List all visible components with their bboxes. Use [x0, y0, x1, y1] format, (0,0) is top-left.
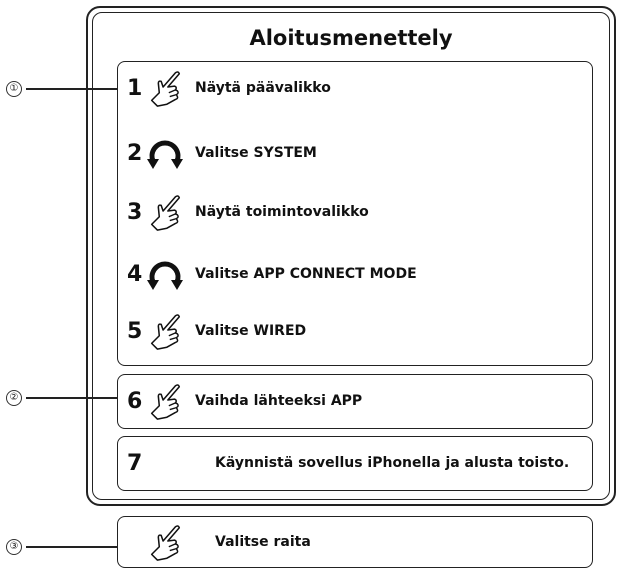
- step-number: 1: [127, 75, 143, 101]
- step-number: 4: [127, 261, 143, 287]
- procedure-outer-frame: [86, 6, 616, 506]
- step-label: Valitse raita: [215, 534, 311, 550]
- step-number: 3: [127, 199, 143, 225]
- callout-leader-line: [26, 88, 118, 90]
- step-2: 2 Valitse SYSTEM: [127, 128, 317, 178]
- rotate-knob-icon: [145, 254, 185, 294]
- steps-group-2: [117, 374, 593, 429]
- step-label: Valitse APP CONNECT MODE: [195, 266, 417, 282]
- callout-number: ②: [6, 390, 22, 406]
- callout-number: ①: [6, 81, 22, 97]
- step-label: Näytä päävalikko: [195, 80, 331, 96]
- step-label: Valitse WIRED: [195, 323, 307, 339]
- callout-1: ①: [6, 81, 118, 97]
- step-6: 6 Vaihda lähteeksi APP: [127, 376, 362, 426]
- step-3: 3 Näytä toimintovalikko: [127, 187, 369, 237]
- step-number: 5: [127, 318, 143, 344]
- callout-leader-line: [26, 397, 118, 399]
- step-number: 7: [127, 450, 143, 476]
- touch-hand-icon: [145, 381, 185, 421]
- touch-hand-icon: [145, 522, 185, 562]
- callout-leader-line: [26, 546, 118, 548]
- callout-number: ③: [6, 539, 22, 555]
- step-1: 1 Näytä päävalikko: [127, 63, 331, 113]
- steps-group-4: [117, 516, 593, 568]
- touch-hand-icon: [145, 68, 185, 108]
- touch-hand-icon: [145, 311, 185, 351]
- touch-hand-icon: [145, 192, 185, 232]
- callout-3: ③: [6, 539, 118, 555]
- step-4: 4 Valitse APP CONNECT MODE: [127, 249, 417, 299]
- step-label: Näytä toimintovalikko: [195, 204, 369, 220]
- procedure-inner-frame: [92, 12, 610, 500]
- page-title: Aloitusmenettely: [249, 26, 453, 50]
- rotate-knob-icon: [145, 133, 185, 173]
- step-5: 5 Valitse WIRED: [127, 306, 306, 356]
- step-number: 6: [127, 388, 143, 414]
- callout-2: ②: [6, 390, 118, 406]
- step-label: Vaihda lähteeksi APP: [195, 393, 363, 409]
- step-number: 2: [127, 140, 143, 166]
- steps-group-1: [117, 61, 593, 366]
- step-label: Käynnistä sovellus iPhonella ja alusta t…: [215, 455, 570, 471]
- steps-group-3: [117, 436, 593, 491]
- step-icon-placeholder: [145, 443, 205, 483]
- step-select-track: Valitse raita: [127, 517, 311, 567]
- step-7: 7 Käynnistä sovellus iPhonella ja alusta…: [127, 438, 569, 488]
- step-label: Valitse SYSTEM: [195, 145, 317, 161]
